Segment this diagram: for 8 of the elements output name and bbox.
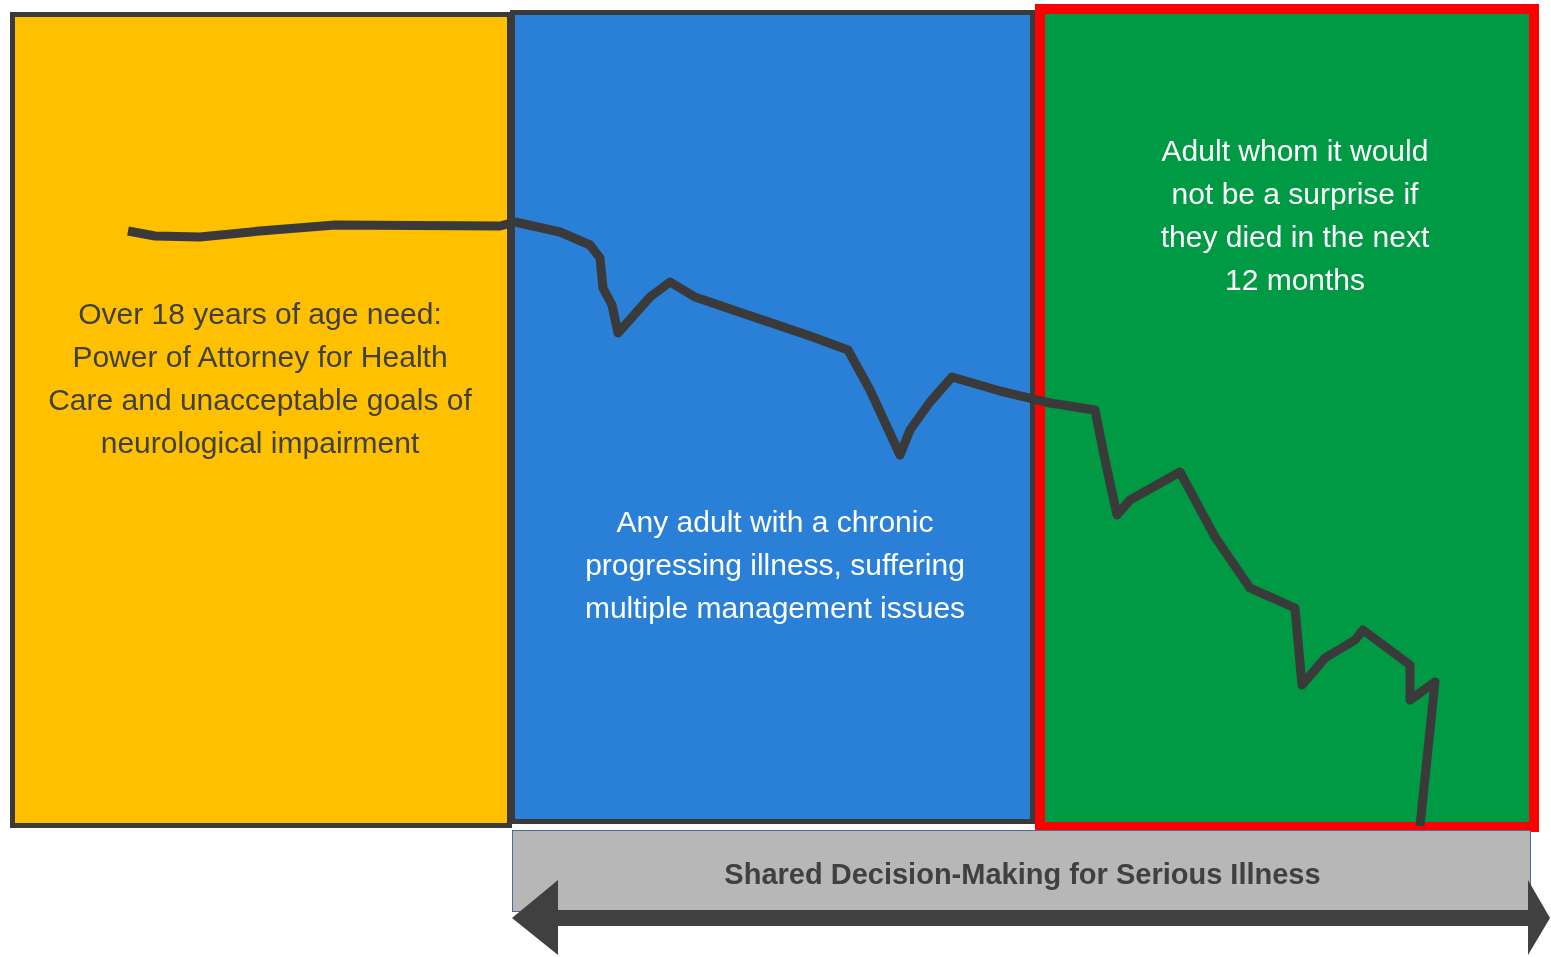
banner bbox=[512, 830, 1531, 912]
category-panel bbox=[1035, 4, 1539, 832]
panel-text: Adult whom it would not be a surprise if they died in the next 12 months bbox=[1159, 133, 1431, 298]
banner-text: Shared Decision-Making for Serious Illness bbox=[723, 857, 1322, 892]
panel-text: Over 18 years of age need: Power of Attorney for Health Care and unacceptable goals of neurological impairment bbox=[47, 296, 473, 461]
category-panel bbox=[510, 10, 1035, 824]
category-panel bbox=[10, 12, 512, 828]
panel-text: Any adult with a chronic progressing illness, suffering multiple management issues bbox=[583, 504, 967, 626]
